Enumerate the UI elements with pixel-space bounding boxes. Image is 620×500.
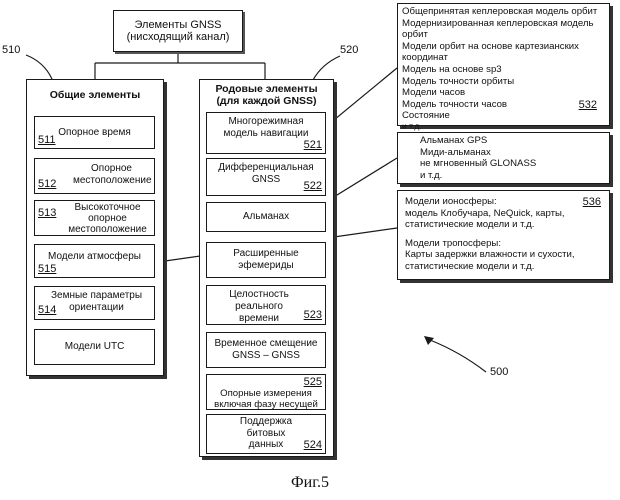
bit-data-support-label: Поддержка битовых данных [229,416,303,451]
realtime-integrity-label: Целостность реального времени [223,289,295,325]
time-offset-box: Временное смещение GNSS – GNSS [206,332,326,368]
ref-512: 512 [38,178,56,190]
ann-532-line: Модель на основе sp3 [402,64,605,76]
ann-almanac-line: и т.д. [420,170,605,182]
reference-time-box: Опорное время 511 [34,116,155,149]
ref-514: 514 [38,304,56,316]
ann-532-line: и т.д. [402,122,605,130]
almanac-annotation: Альманах GPS Миди-альманах не мгновенный… [397,132,610,184]
orbit-models-annotation: Общепринятая кеплеровская модель орбит М… [397,3,610,126]
ann-almanac-line: Миди-альманах [420,147,605,159]
ref-511: 511 [38,134,56,146]
ann-536-line: Модели ионосферы: [405,196,605,208]
generic-elements-title: Родовые элементы [199,83,334,95]
time-offset-label: Временное смещение GNSS – GNSS [207,338,325,362]
ref-521: 521 [304,139,322,151]
ann-532-line: Модернизированная кеплеровская модель [402,18,605,30]
atmosphere-annotation: Модели ионосферы: модель Клобучара, NeQu… [397,190,610,280]
ann-532-line: Модель точности орбиты [402,76,605,88]
ann-532-line: координат [402,52,605,64]
ref-525: 525 [304,376,322,388]
extended-ephemeris-label: Расширенные эфемериды [207,248,325,272]
earth-orientation-box: Земные параметры ориентации 514 [34,286,155,320]
ref-510: 510 [2,44,20,56]
common-elements-title: Общие элементы [26,89,164,101]
utc-models-box: Модели UTC [34,329,155,365]
navigation-model-label: Многорежимная модель навигации [211,116,321,140]
ann-532-line: Состояние [402,110,605,122]
ref-523: 523 [304,309,322,321]
figure-caption: Фиг.5 [0,474,620,492]
bit-data-support-box: Поддержка битовых данных 524 [206,414,326,454]
ann-532-line: орбит [402,29,605,41]
ref-536: 536 [583,196,601,208]
extended-ephemeris-box: Расширенные эфемериды [206,242,326,278]
atmosphere-models-label: Модели атмосферы [35,251,154,263]
reference-measurements-box: 525 Опорные измерения включая фазу несущ… [206,374,326,410]
precise-reference-location-label: Высокоточное опорное местоположение [63,202,152,235]
top-box-subtitle: (нисходящий канал) [127,31,230,43]
ref-532: 532 [579,99,597,111]
precise-reference-location-box: Высокоточное опорное местоположение 513 [34,200,155,236]
ref-520: 520 [340,44,358,56]
ann-almanac-line: Альманах GPS [420,135,605,147]
ann-536-spacer [405,231,605,238]
navigation-model-box: Многорежимная модель навигации 521 [206,112,326,154]
ann-536-line: статистические модели и т.д. [405,219,605,231]
reference-location-label: Опорное местоположение [73,163,150,187]
ann-almanac-line: не мгновенный GLONASS [420,158,605,170]
top-box-title: Элементы GNSS [134,19,221,31]
ref-500: 500 [490,366,508,378]
atmosphere-models-box: Модели атмосферы 515 [34,244,155,278]
ref-522: 522 [304,180,322,192]
ann-536-line: статистические модели и т.д. [405,261,605,273]
almanac-box: Альманах [206,202,326,232]
reference-location-box: Опорное местоположение 512 [34,158,155,194]
reference-measurements-label: Опорные измерения включая фазу несущей [209,389,323,410]
utc-models-label: Модели UTC [65,341,125,353]
ref-515: 515 [38,263,56,275]
ann-532-line: Модели часов [402,87,605,99]
ann-536-line: модель Клобучара, NeQuick, карты, [405,208,605,220]
almanac-label: Альманах [243,211,289,223]
gnss-elements-box: Элементы GNSS (нисходящий канал) [113,10,243,52]
ann-532-line: Модель точности часов [402,99,605,111]
reference-time-label: Опорное время [58,127,130,139]
ref-513: 513 [38,207,56,219]
ann-536-line: Модели тропосферы: [405,238,605,250]
ref-524: 524 [304,439,322,451]
earth-orientation-label: Земные параметры ориентации [43,290,150,314]
realtime-integrity-box: Целостность реального времени 523 [206,285,326,325]
ann-532-line: Модели орбит на основе картезианских [402,41,605,53]
ann-536-line: Карты задержки влажности и сухости, [405,249,605,261]
generic-elements-subtitle: (для каждой GNSS) [199,95,334,107]
differential-gnss-box: Дифференциальная GNSS 522 [206,158,326,196]
ann-532-line: Общепринятая кеплеровская модель орбит [402,6,605,18]
